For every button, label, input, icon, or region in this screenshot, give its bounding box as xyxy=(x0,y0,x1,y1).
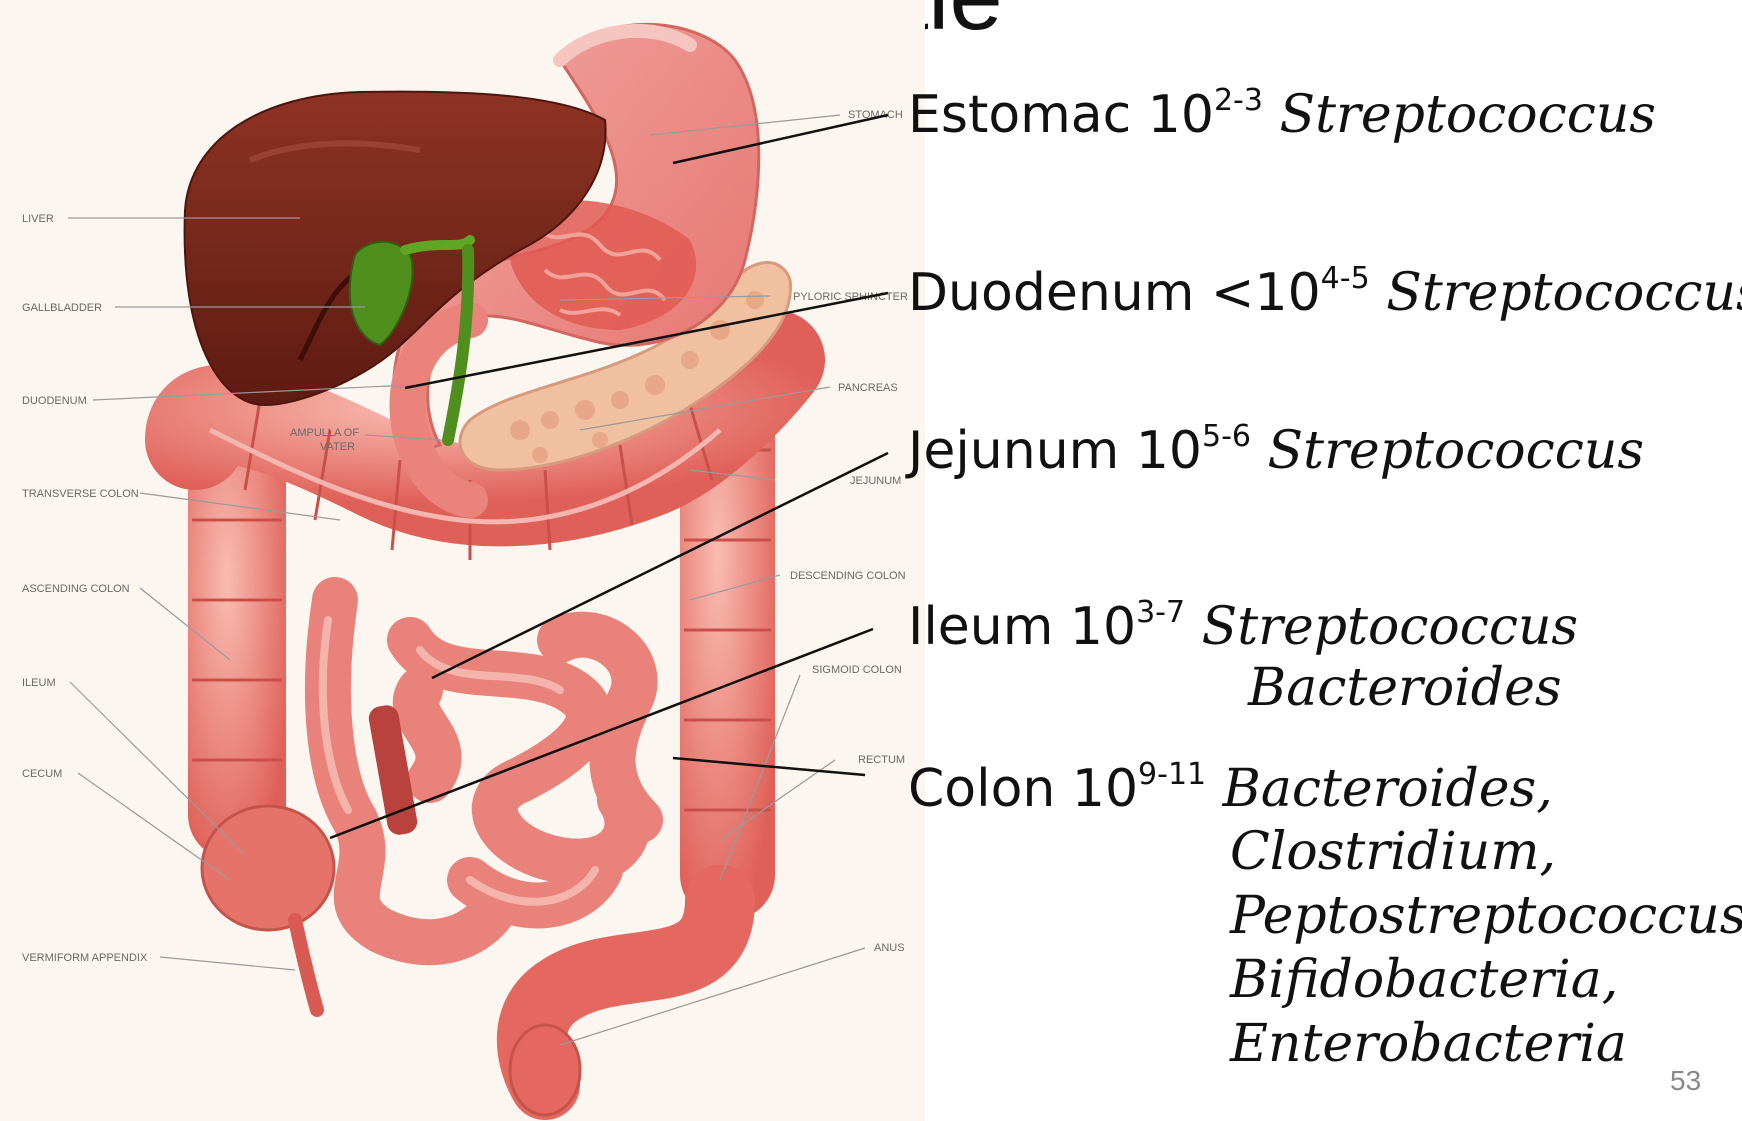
label-pancreas: PANCREAS xyxy=(838,382,898,394)
label-ampulla-line1: AMPULLA OF xyxy=(290,427,359,439)
caption-colon: Colon 109-11 Bacteroides, xyxy=(908,760,1553,815)
page-number: 53 xyxy=(1670,1065,1701,1097)
organism-ileum-1: Streptococcus xyxy=(1202,597,1579,657)
count-exp-duodenum: 4-5 xyxy=(1321,261,1370,296)
organism-estomac-1: Streptococcus xyxy=(1280,85,1657,145)
ascending-colon xyxy=(188,430,286,860)
organism-duodenum-1: Streptococcus xyxy=(1386,263,1742,323)
site-estomac: Estomac xyxy=(908,85,1131,145)
label-vermiform-appendix: VERMIFORM APPENDIX xyxy=(22,952,148,964)
label-anus: ANUS xyxy=(874,942,905,954)
label-duodenum: DUODENUM xyxy=(22,395,87,407)
organism-colon-1: Bacteroides, xyxy=(1223,759,1553,819)
cecum xyxy=(202,806,334,930)
label-ampulla-line2: VATER xyxy=(320,441,355,453)
organism-colon-5: Enterobacteria xyxy=(1230,1018,1627,1070)
organism-ileum-2: Bacteroides xyxy=(1248,662,1562,714)
site-colon: Colon xyxy=(908,759,1055,819)
label-gallbladder: GALLBLADDER xyxy=(22,302,102,314)
site-duodenum: Duodenum xyxy=(908,263,1194,323)
label-cecum: CECUM xyxy=(22,768,62,780)
count-exp-colon: 9-11 xyxy=(1138,757,1206,792)
count-base-colon: 10 xyxy=(1072,759,1138,819)
organism-colon-3: Peptostreptococcus, xyxy=(1230,890,1742,942)
count-base-estomac: 10 xyxy=(1148,85,1214,145)
caption-ileum: Ileum 103-7 Streptococcus xyxy=(908,598,1578,653)
organism-colon-4: Bifidobacteria, xyxy=(1230,954,1618,1006)
count-exp-ileum: 3-7 xyxy=(1136,595,1185,630)
count-exp-estomac: 2-3 xyxy=(1214,83,1263,118)
label-transverse-colon: TRANSVERSE COLON xyxy=(22,488,139,500)
label-ascending-colon: ASCENDING COLON xyxy=(22,583,130,595)
label-liver: LIVER xyxy=(22,213,54,225)
label-descending-colon: DESCENDING COLON xyxy=(790,570,906,582)
rectum xyxy=(510,1025,580,1115)
site-jejunum: Jejunum xyxy=(908,421,1119,481)
label-stomach: STOMACH xyxy=(848,109,903,121)
organism-jejunum-1: Streptococcus xyxy=(1268,421,1645,481)
label-rectum: RECTUM xyxy=(858,754,905,766)
caption-duodenum: Duodenum <104-5 Streptococcus xyxy=(908,264,1742,319)
count-base-duodenum: <10 xyxy=(1211,263,1321,323)
organism-colon-2: Clostridium, xyxy=(1230,826,1556,878)
count-base-ileum: 10 xyxy=(1070,597,1136,657)
label-jejunum: JEJUNUM xyxy=(850,475,901,487)
label-sigmoid-colon: SIGMOID COLON xyxy=(812,664,902,676)
caption-jejunum: Jejunum 105-6 Streptococcus xyxy=(908,422,1644,477)
count-exp-jejunum: 5-6 xyxy=(1202,419,1251,454)
site-ileum: Ileum xyxy=(908,597,1053,657)
label-ileum: ILEUM xyxy=(22,677,56,689)
caption-estomac: Estomac 102-3 Streptococcus xyxy=(908,86,1656,141)
count-base-jejunum: 10 xyxy=(1136,421,1202,481)
